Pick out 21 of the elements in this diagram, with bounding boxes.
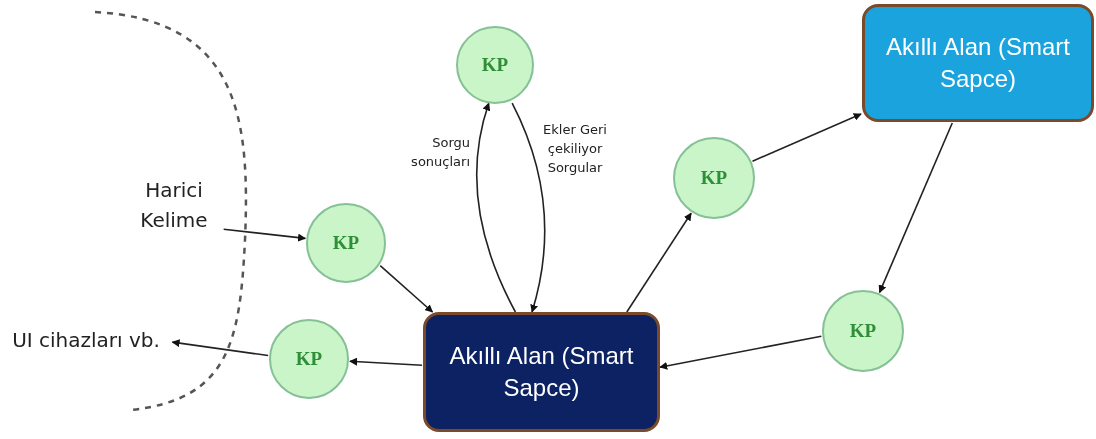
- arrow: [878, 122, 954, 294]
- arrow: [475, 102, 517, 313]
- arrow: [511, 102, 546, 313]
- arrow: [379, 264, 434, 313]
- kp-circle: KP: [269, 319, 349, 399]
- edge-label: Sorgu sonuçları: [410, 134, 470, 171]
- arrow: [751, 113, 862, 163]
- kp-circle: KP: [822, 290, 904, 372]
- arrow: [222, 228, 307, 242]
- arrow: [659, 335, 823, 370]
- plain-text: Harici Kelime: [128, 166, 220, 244]
- kp-circle: KP: [456, 26, 534, 104]
- arrow: [626, 212, 692, 313]
- smart-space-box: Akıllı Alan (Smart Sapce): [862, 4, 1094, 122]
- kp-circle: KP: [673, 137, 755, 219]
- arrow: [171, 339, 269, 357]
- kp-circle: KP: [306, 203, 386, 283]
- edge-label: Ekler Geri çekiliyor Sorgular: [542, 121, 608, 177]
- smart-space-box: Akıllı Alan (Smart Sapce): [423, 312, 660, 432]
- plain-text: UI cihazları vb.: [6, 322, 166, 358]
- arrow: [349, 357, 423, 367]
